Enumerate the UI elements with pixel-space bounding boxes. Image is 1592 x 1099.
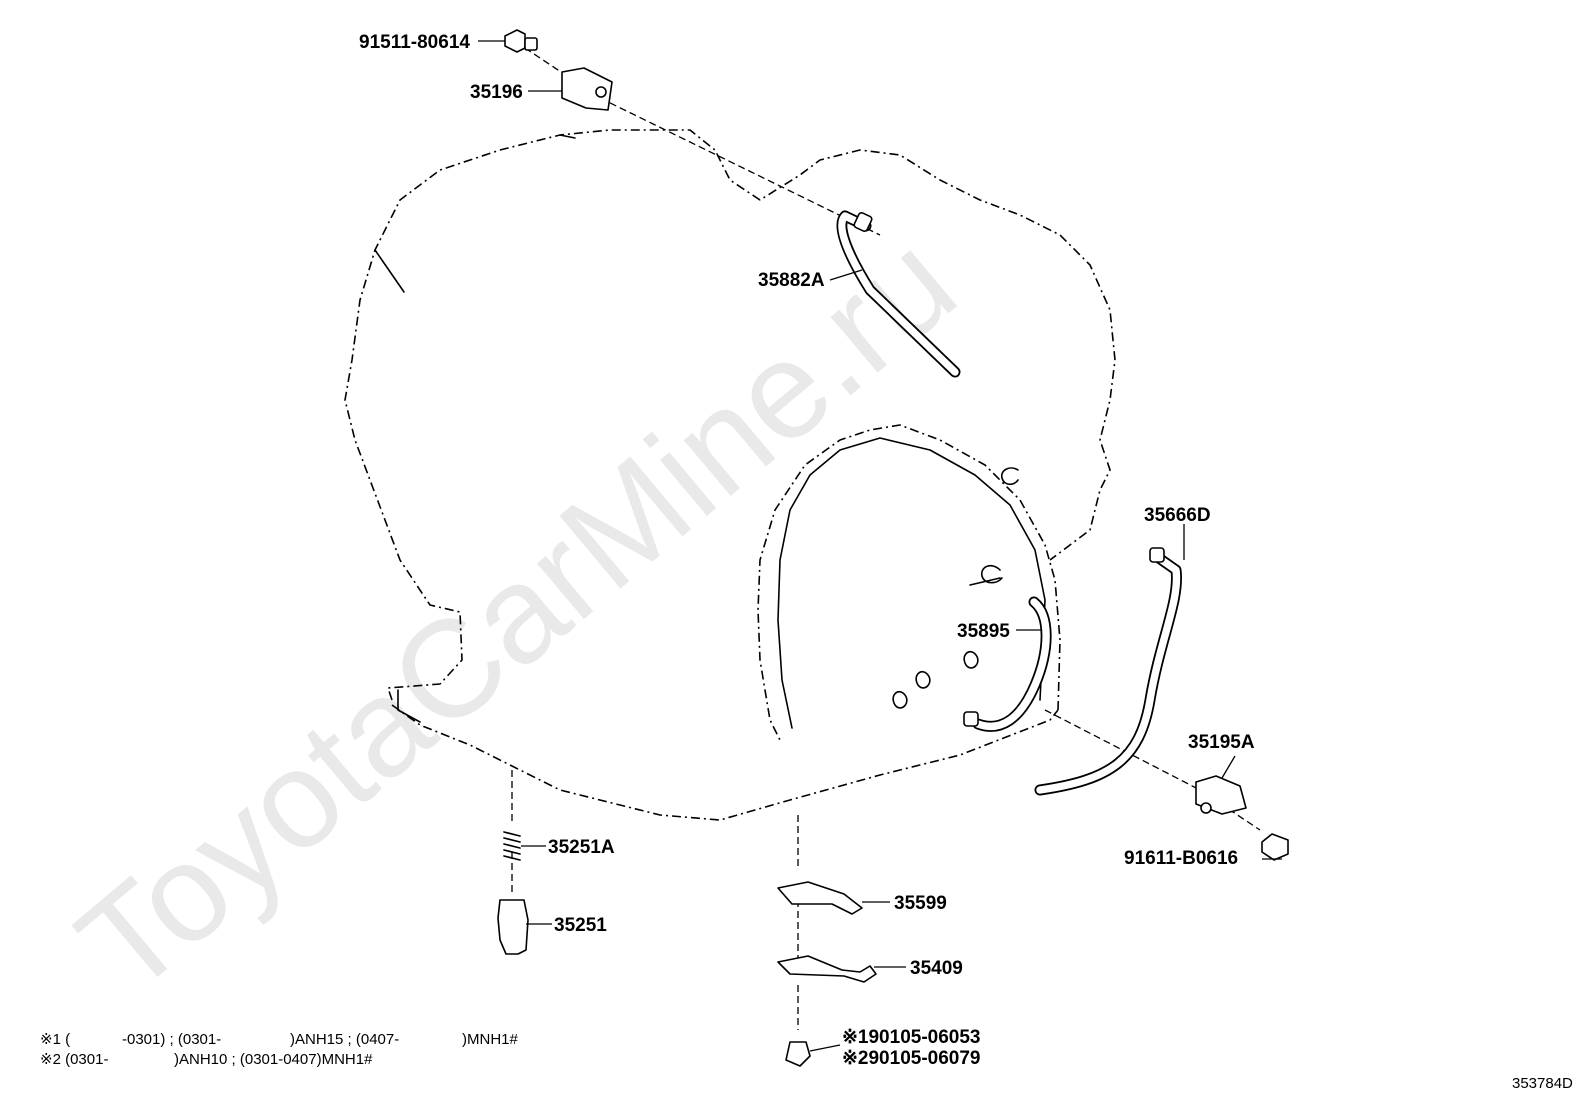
clamp-35195A-icon — [1195, 775, 1247, 815]
transaxle-housing — [344, 129, 1116, 821]
leader-lines — [478, 40, 1282, 1052]
label-90105-06079[interactable]: ※290105-06079 — [842, 1048, 980, 1069]
note-1-part-d: )MNH1# — [462, 1031, 518, 1048]
spring-35251A-icon — [503, 831, 521, 861]
label-35251[interactable]: 35251 — [554, 915, 607, 936]
hose-35895-icon — [963, 596, 1052, 732]
label-35895[interactable]: 35895 — [957, 621, 1010, 642]
plunger-35251-icon — [497, 899, 529, 955]
label-35599[interactable]: 35599 — [894, 893, 947, 914]
bracket-35409-icon — [777, 955, 877, 983]
label-35882A[interactable]: 35882A — [758, 270, 825, 291]
label-90105-06053[interactable]: ※190105-06053 — [842, 1027, 980, 1048]
label-35195A[interactable]: 35195A — [1188, 732, 1255, 753]
hose-35666D-icon — [1034, 547, 1183, 796]
label-35251A[interactable]: 35251A — [548, 837, 615, 858]
label-91511-80614[interactable]: 91511-80614 — [359, 32, 470, 53]
note-1-part-c: )ANH15 ; (0407- — [290, 1031, 399, 1048]
note-2-part-a: ※2 (0301- — [40, 1051, 108, 1068]
label-35409[interactable]: 35409 — [910, 958, 963, 979]
label-35666D[interactable]: 35666D — [1144, 505, 1211, 526]
footnotes: ※1 ( -0301) ; (0301- )ANH15 ; (0407- )MN… — [40, 1031, 518, 1068]
label-91611-B0616[interactable]: 91611-B0616 — [1124, 848, 1238, 869]
note-1-part-b: -0301) ; (0301- — [122, 1031, 221, 1048]
bracket-35599-icon — [777, 881, 863, 915]
bolt-bottom-icon — [785, 1041, 811, 1067]
note-1-part-a: ※1 ( — [40, 1031, 70, 1048]
label-35196[interactable]: 35196 — [470, 82, 523, 103]
diagram-code: 353784D — [1512, 1075, 1573, 1092]
clamp-35196-icon — [561, 67, 613, 111]
bolt-91511-icon — [504, 29, 538, 53]
note-2-part-b: )ANH10 ; (0301-0407)MNH1# — [174, 1051, 373, 1068]
hose-35882A-icon — [836, 210, 961, 378]
bolt-91611-icon — [1261, 833, 1289, 861]
